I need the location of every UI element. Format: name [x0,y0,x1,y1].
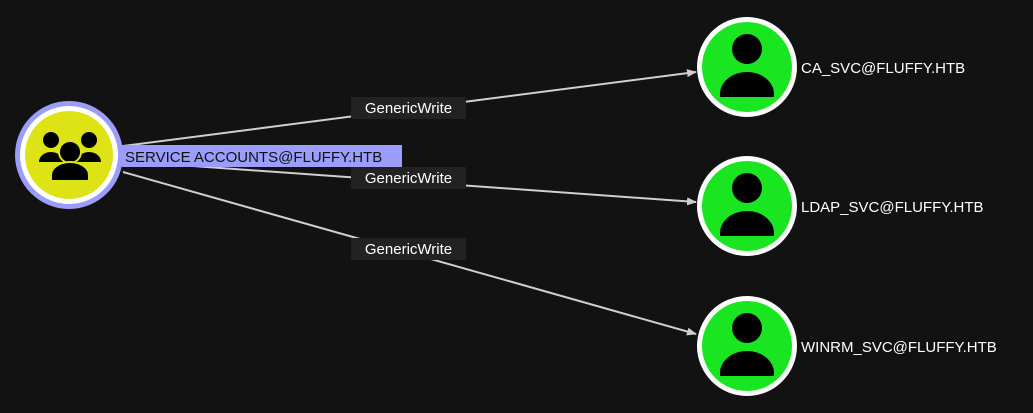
edge-label-text: GenericWrite [365,241,452,258]
edge-label-text: GenericWrite [365,170,452,187]
node-label: WINRM_SVC@FLUFFY.HTB [801,339,997,356]
node-ldap-svc[interactable]: LDAP_SVC@FLUFFY.HTB [697,156,984,256]
user-icon [720,313,774,376]
node-service-accounts[interactable]: SERVICE ACCOUNTS@FLUFFY.HTB [15,101,402,209]
node-label: SERVICE ACCOUNTS@FLUFFY.HTB [125,149,382,166]
node-label: CA_SVC@FLUFFY.HTB [801,60,965,77]
edge-label[interactable]: GenericWrite [351,97,466,119]
node-winrm-svc[interactable]: WINRM_SVC@FLUFFY.HTB [697,296,997,396]
edge-label[interactable]: GenericWrite [351,238,466,260]
user-icon [720,34,774,97]
node-ca-svc[interactable]: CA_SVC@FLUFFY.HTB [697,17,965,117]
edge-label[interactable]: GenericWrite [351,167,466,189]
edge-label-text: GenericWrite [365,100,452,117]
node-label: LDAP_SVC@FLUFFY.HTB [801,199,984,216]
user-icon [720,173,774,236]
group-icon [39,132,101,182]
